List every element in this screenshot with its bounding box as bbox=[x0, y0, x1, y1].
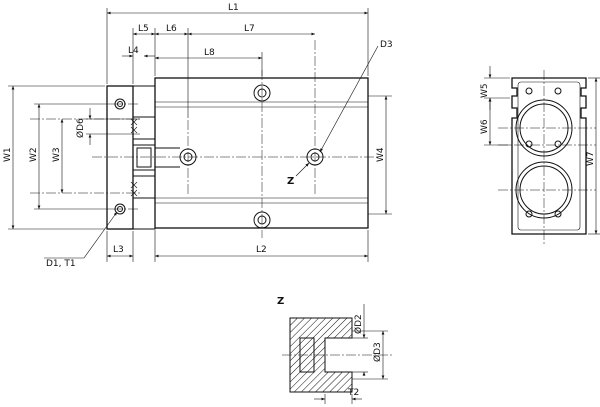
detail-T2-label: T2 bbox=[347, 388, 359, 398]
dim-L5-label: L5 bbox=[138, 24, 149, 34]
dim-L3-label: L3 bbox=[113, 245, 124, 255]
detail-z-title: Z bbox=[277, 296, 284, 307]
dim-L4-label: L4 bbox=[128, 46, 139, 56]
dim-D6-label: ØD6 bbox=[75, 118, 86, 138]
front-view bbox=[30, 40, 378, 238]
dim-W7-label: W7 bbox=[586, 151, 596, 166]
side-profile bbox=[511, 77, 587, 235]
dim-D1T1-label: D1, T1 bbox=[46, 259, 76, 269]
dim-L2-label: L2 bbox=[256, 245, 267, 255]
side-view: W5 W6 W7 bbox=[480, 66, 600, 244]
dim-D3-label: D3 bbox=[380, 40, 393, 50]
detail-D3-label: ØD3 bbox=[372, 342, 383, 362]
dimensions-right: W4 bbox=[368, 95, 392, 215]
dim-W3-label: W3 bbox=[52, 147, 62, 162]
dim-L8-label: L8 bbox=[204, 48, 215, 58]
dimensions-left: W1 W2 W3 ØD6 bbox=[3, 85, 140, 230]
dim-W1-label: W1 bbox=[3, 147, 13, 162]
detail-z-marker: Z bbox=[287, 176, 294, 187]
dimensions-top: L1 L5 L6 L7 L4 L8 D3 Z bbox=[106, 3, 393, 187]
dim-L1-label: L1 bbox=[228, 3, 239, 13]
dim-W4-label: W4 bbox=[376, 147, 386, 162]
guide-block bbox=[132, 85, 156, 230]
detail-z-view: Z ØD2 ØD3 T2 bbox=[277, 296, 392, 404]
dim-L7-label: L7 bbox=[244, 24, 255, 34]
detail-D2-label: ØD2 bbox=[353, 314, 364, 334]
dimensions-bottom: L3 L2 D1, T1 bbox=[44, 211, 369, 269]
dim-L6-label: L6 bbox=[166, 24, 177, 34]
dim-W2-label: W2 bbox=[29, 147, 39, 162]
end-plate bbox=[106, 85, 134, 230]
dim-W6-label: W6 bbox=[480, 119, 490, 134]
dim-W5-label: W5 bbox=[480, 83, 490, 98]
